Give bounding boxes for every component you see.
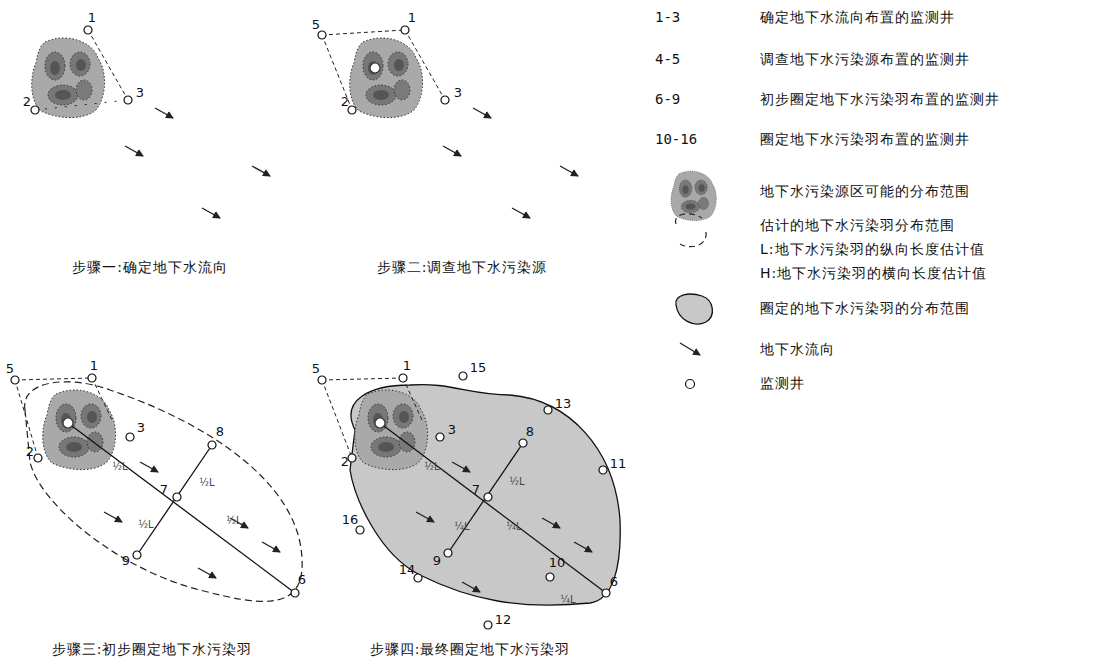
well-number: 1 bbox=[88, 11, 96, 25]
well-number: 11 bbox=[610, 457, 627, 471]
well-number: 9 bbox=[122, 554, 130, 568]
legend-text: 初步圈定地下水污染羽布置的监测井 bbox=[760, 92, 1000, 107]
well-number: 6 bbox=[610, 575, 618, 589]
length-label: ½L bbox=[199, 477, 214, 488]
length-label: ½L bbox=[138, 519, 153, 530]
legend-text: 监测井 bbox=[760, 376, 805, 391]
well-number: 12 bbox=[495, 613, 512, 627]
well-number: 1 bbox=[408, 11, 416, 25]
well-number: 14 bbox=[399, 563, 416, 577]
length-label: ½L bbox=[226, 515, 241, 526]
well-number: 3 bbox=[454, 86, 462, 100]
step-caption: 步骤四:最终圈定地下水污染羽 bbox=[370, 642, 571, 657]
legend-text: 圈定地下水污染羽布置的监测井 bbox=[760, 132, 970, 147]
legend-text: H:地下水污染羽的横向长度估计值 bbox=[760, 266, 987, 281]
length-label: ½L bbox=[112, 461, 127, 472]
step-caption: 步骤三:初步圈定地下水污染羽 bbox=[52, 642, 253, 657]
well-number: 6 bbox=[298, 573, 306, 587]
well-number: 5 bbox=[312, 18, 320, 32]
well-number: 7 bbox=[160, 483, 168, 497]
legend-text: 估计的地下水污染羽分布范围 bbox=[760, 218, 955, 233]
step-caption: 步骤二:调查地下水污染源 bbox=[377, 260, 548, 275]
well-number: 1 bbox=[403, 359, 411, 373]
well-number: 7 bbox=[472, 483, 480, 497]
well-number: 16 bbox=[342, 513, 359, 527]
legend-swatch bbox=[676, 294, 713, 324]
well-number: 8 bbox=[216, 425, 224, 439]
well-number: 3 bbox=[137, 421, 145, 435]
legend-text: 圈定的地下水污染羽的分布范围 bbox=[760, 301, 970, 316]
well-number: 9 bbox=[433, 554, 441, 568]
legend-text: 确定地下水流向布置的监测井 bbox=[760, 10, 955, 25]
length-label: ¼L bbox=[560, 594, 575, 605]
step-caption: 步骤一:确定地下水流向 bbox=[72, 260, 228, 275]
legend-code: 1-3 bbox=[655, 10, 680, 25]
well-number: 2 bbox=[23, 95, 31, 109]
well-number: 2 bbox=[26, 445, 34, 459]
legend-text: 地下水污染源区可能的分布范围 bbox=[760, 184, 970, 199]
well-number: 3 bbox=[136, 86, 144, 100]
length-label: ½L bbox=[509, 476, 524, 487]
well-number: 8 bbox=[526, 425, 534, 439]
well-number: 3 bbox=[448, 423, 456, 437]
well-number: 1 bbox=[90, 359, 98, 373]
well-number: 13 bbox=[555, 397, 572, 411]
well-number: 15 bbox=[470, 361, 487, 375]
legend-text: 调查地下水污染源布置的监测井 bbox=[760, 52, 970, 67]
length-label: ½L bbox=[424, 461, 439, 472]
well-number: 5 bbox=[6, 362, 14, 376]
legend-code: 4-5 bbox=[655, 52, 680, 67]
length-label: ¼L bbox=[454, 521, 469, 532]
well-number: 2 bbox=[341, 95, 349, 109]
well-number: 5 bbox=[312, 362, 320, 376]
legend-code: 6-9 bbox=[655, 92, 680, 107]
legend-text: 地下水流向 bbox=[760, 342, 835, 357]
well-number: 10 bbox=[549, 556, 566, 570]
length-label: ¼L bbox=[506, 521, 521, 532]
legend-code: 10-16 bbox=[655, 132, 697, 147]
well-number: 2 bbox=[341, 455, 349, 469]
legend-text: L:地下水污染羽的纵向长度估计值 bbox=[760, 242, 985, 257]
